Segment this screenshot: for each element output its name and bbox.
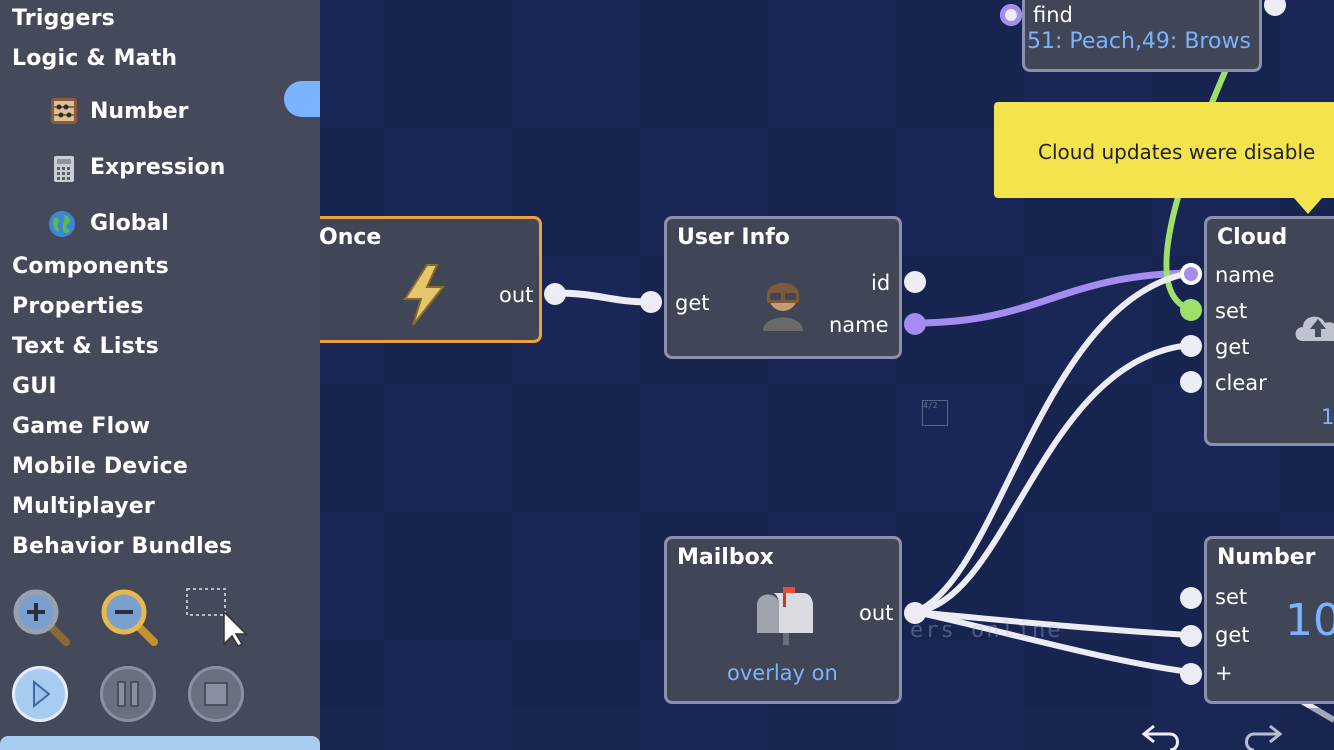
wire-mailbox-cloudname [913, 270, 1191, 615]
port-userinfo-name[interactable] [904, 313, 926, 335]
port-label-out: out [499, 283, 534, 307]
redo-icon[interactable] [1240, 720, 1284, 750]
port-label-out: out [859, 601, 894, 625]
port-mailbox-out[interactable] [904, 602, 926, 624]
calculator-icon [54, 156, 74, 182]
port-number-plus[interactable] [1180, 663, 1202, 685]
port-cloud-set[interactable] [1180, 299, 1202, 321]
sidebar: Triggers Logic & Math Number Expression … [0, 0, 320, 750]
sidebar-category-triggers[interactable]: Triggers [12, 6, 115, 31]
port-label-id: id [871, 271, 891, 295]
node-cloud[interactable]: Cloud name set get clear 1 [1204, 216, 1334, 446]
node-once[interactable]: Once out [300, 216, 542, 343]
port-userinfo-id[interactable] [904, 271, 926, 293]
cloud-tooltip: Cloud updates were disable [994, 102, 1334, 214]
small-marker: 4/2 [922, 400, 948, 426]
node-number[interactable]: Number set get + 10 [1204, 536, 1334, 704]
node-title: Cloud [1217, 225, 1288, 250]
port-label-get: get [1215, 335, 1250, 359]
mailbox-status: overlay on [727, 661, 838, 685]
sidebar-category-game-flow[interactable]: Game Flow [12, 414, 151, 439]
stop-button[interactable] [188, 666, 244, 722]
sidebar-category-gui[interactable]: GUI [12, 374, 57, 399]
cloud-value: 1 [1321, 405, 1334, 429]
node-title: User Info [677, 225, 790, 250]
port-label-get: get [675, 291, 710, 315]
stop-icon [204, 682, 228, 706]
sidebar-category-multiplayer[interactable]: Multiplayer [12, 494, 155, 519]
zoom-in-icon[interactable] [10, 586, 72, 648]
wire-mailbox-numberplus [914, 609, 1191, 675]
port-label-clear: clear [1215, 371, 1267, 395]
node-title: Mailbox [677, 545, 774, 570]
port-label-find: find [1033, 3, 1073, 27]
tooltip-text: Cloud updates were disable [1038, 140, 1316, 164]
sidebar-scroll-handle[interactable] [284, 81, 320, 117]
tooltip-tail [1294, 198, 1322, 214]
sidebar-category-logic-math[interactable]: Logic & Math [12, 46, 178, 71]
user-avatar-icon [763, 283, 803, 331]
port-label-name: name [1215, 263, 1275, 287]
lightning-icon [403, 264, 446, 326]
sidebar-category-text-lists[interactable]: Text & Lists [12, 334, 159, 359]
wire-once-userinfo [554, 289, 651, 306]
sidebar-item-expression[interactable]: Expression [90, 155, 226, 180]
zoom-out-icon[interactable] [98, 586, 160, 648]
mailbox-icon [757, 587, 813, 645]
port-cloud-name[interactable] [1180, 263, 1202, 285]
find-value: 51: Peach,49: Brows [1027, 29, 1251, 54]
sidebar-category-behavior-bundles[interactable]: Behavior Bundles [12, 534, 233, 559]
port-number-get[interactable] [1180, 625, 1202, 647]
cloud-upload-icon [1295, 316, 1334, 341]
small-marker-label: 4/2 [923, 401, 938, 410]
wire-mailbox-cloudget [914, 342, 1191, 615]
sidebar-bottom-bar [0, 736, 320, 750]
node-user-info[interactable]: User Info get id name [664, 216, 902, 359]
sidebar-item-number[interactable]: Number [90, 99, 189, 124]
sidebar-category-mobile-device[interactable]: Mobile Device [12, 454, 189, 479]
number-value: 10 [1285, 595, 1334, 646]
node-find[interactable]: find find 51: Peach,49: Brows [1022, 0, 1262, 72]
port-label-set: set [1215, 299, 1248, 323]
port-label-plus: + [1215, 661, 1233, 685]
bottom-toolbar [320, 708, 1334, 750]
port-userinfo-get[interactable] [640, 291, 662, 313]
select-box-icon[interactable] [184, 586, 250, 648]
wire-name-cloud [914, 269, 1191, 327]
port-once-out[interactable] [544, 283, 566, 305]
play-button[interactable] [12, 666, 68, 722]
wire-mailbox-numberget [914, 609, 1191, 638]
port-number-set[interactable] [1180, 587, 1202, 609]
port-find-in[interactable] [1000, 4, 1022, 26]
port-cloud-get[interactable] [1180, 335, 1202, 357]
port-label-get: get [1215, 623, 1250, 647]
undo-icon[interactable] [1140, 720, 1184, 750]
play-icon [33, 679, 51, 709]
node-mailbox[interactable]: Mailbox out overlay on [664, 536, 902, 704]
ghost-text: ers online [910, 618, 1063, 643]
sidebar-item-global[interactable]: Global [90, 211, 169, 236]
port-find-out[interactable] [1264, 0, 1286, 16]
pause-icon [117, 681, 139, 707]
port-label-set: set [1215, 585, 1248, 609]
node-title: Once [319, 225, 382, 250]
sidebar-category-properties[interactable]: Properties [12, 294, 144, 319]
node-title: Number [1217, 545, 1316, 570]
port-label-find-right: find [1211, 0, 1251, 3]
abacus-icon [51, 98, 77, 124]
globe-icon [49, 211, 75, 237]
sidebar-category-components[interactable]: Components [12, 254, 169, 279]
pause-button[interactable] [100, 666, 156, 722]
wire-green-set [1163, 58, 1233, 312]
port-cloud-clear[interactable] [1180, 371, 1202, 393]
port-label-name: name [829, 313, 889, 337]
